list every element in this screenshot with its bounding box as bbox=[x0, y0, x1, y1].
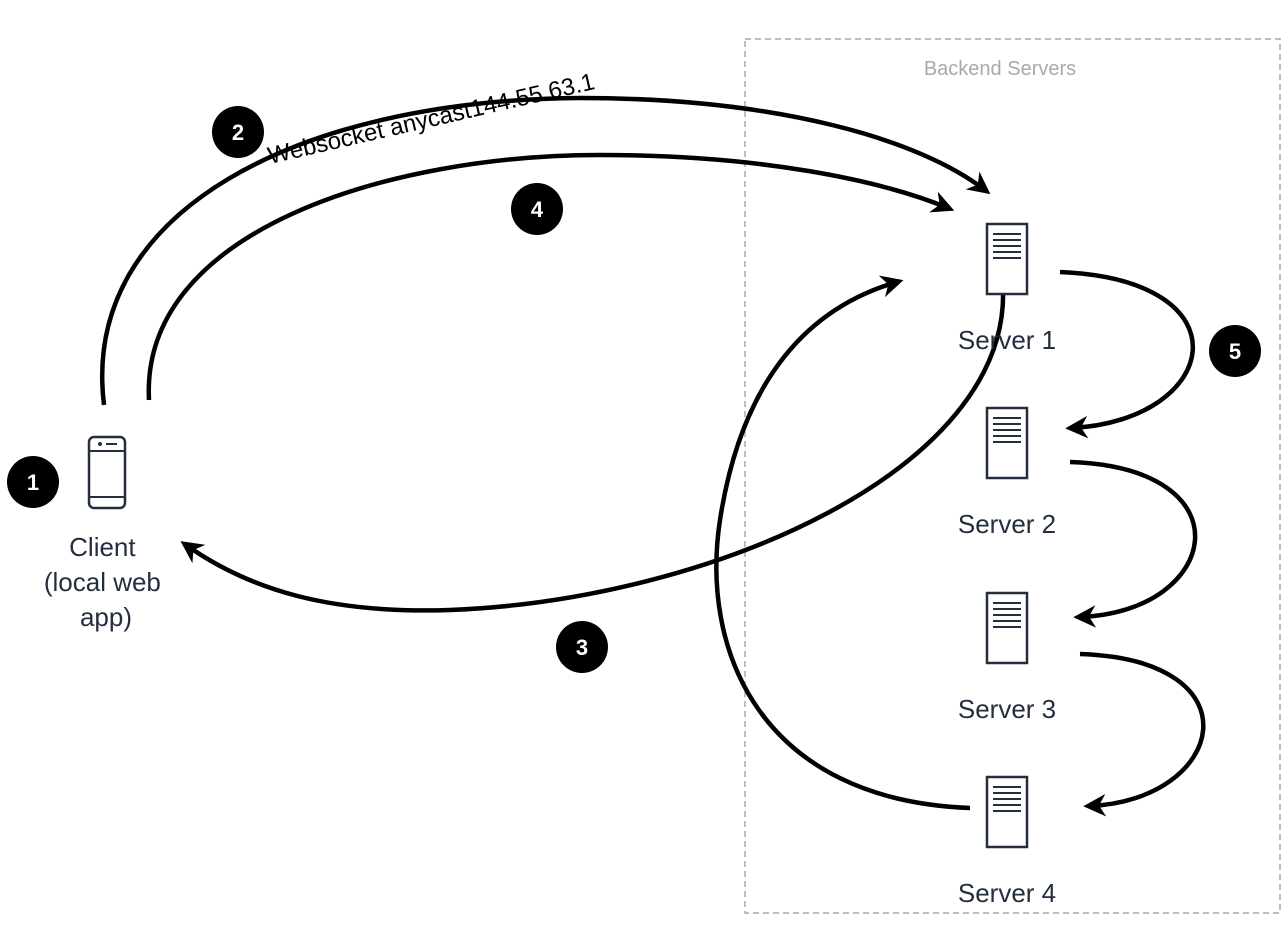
step-badge-5: 5 bbox=[1209, 325, 1261, 377]
step-badge-1: 1 bbox=[7, 456, 59, 508]
client-label-line-1: Client bbox=[69, 532, 136, 562]
server-2-label: Server 2 bbox=[958, 509, 1056, 539]
step-badge-3: 3 bbox=[556, 621, 608, 673]
client-node: Client (local web app) bbox=[44, 435, 168, 632]
ip-address-label: 144.55.63.1 bbox=[468, 68, 598, 123]
client-label-line-3: app) bbox=[80, 602, 132, 632]
step-badge-3-text: 3 bbox=[576, 635, 588, 660]
server-1-label: Server 1 bbox=[958, 325, 1056, 355]
server-1-node: Server 1 bbox=[958, 222, 1056, 355]
server-icon bbox=[985, 591, 1029, 665]
arrow-server-2-to-server-3 bbox=[1069, 459, 1198, 628]
step-badge-5-text: 5 bbox=[1229, 339, 1241, 364]
backend-servers-group: Backend Servers bbox=[744, 38, 1281, 914]
step-badge-1-text: 1 bbox=[27, 470, 39, 495]
websocket-label: Websocket anycast bbox=[265, 97, 474, 170]
server-3-label: Server 3 bbox=[958, 694, 1056, 724]
arrow-step-3-server-4-to-server-1 bbox=[714, 275, 971, 811]
client-label: Client (local web app) bbox=[44, 532, 168, 632]
server-4-label: Server 4 bbox=[958, 878, 1056, 908]
arrow-server-3-to-server-4 bbox=[1079, 651, 1206, 817]
server-icon bbox=[985, 406, 1029, 480]
server-3-node: Server 3 bbox=[958, 591, 1056, 724]
arrow-step-2-websocket bbox=[100, 95, 991, 406]
mobile-phone-icon bbox=[87, 435, 127, 510]
arrows bbox=[100, 95, 1206, 817]
step-badge-4: 4 bbox=[511, 183, 563, 235]
server-icon bbox=[985, 222, 1029, 296]
arrow-step-4 bbox=[146, 152, 955, 401]
step-badge-2-text: 2 bbox=[232, 120, 244, 145]
backend-servers-group-border bbox=[744, 38, 1281, 914]
client-label-line-2: (local web bbox=[44, 567, 161, 597]
step-badge-2: 2 bbox=[212, 106, 264, 158]
arrow-server-1-to-server-2 bbox=[1059, 269, 1195, 439]
step-badge-4-text: 4 bbox=[531, 197, 544, 222]
backend-servers-label: Backend Servers bbox=[924, 58, 1076, 80]
server-2-node: Server 2 bbox=[958, 406, 1056, 539]
arrow-server-1-to-client bbox=[180, 287, 1006, 613]
server-4-node: Server 4 bbox=[958, 775, 1056, 908]
server-icon bbox=[985, 775, 1029, 849]
